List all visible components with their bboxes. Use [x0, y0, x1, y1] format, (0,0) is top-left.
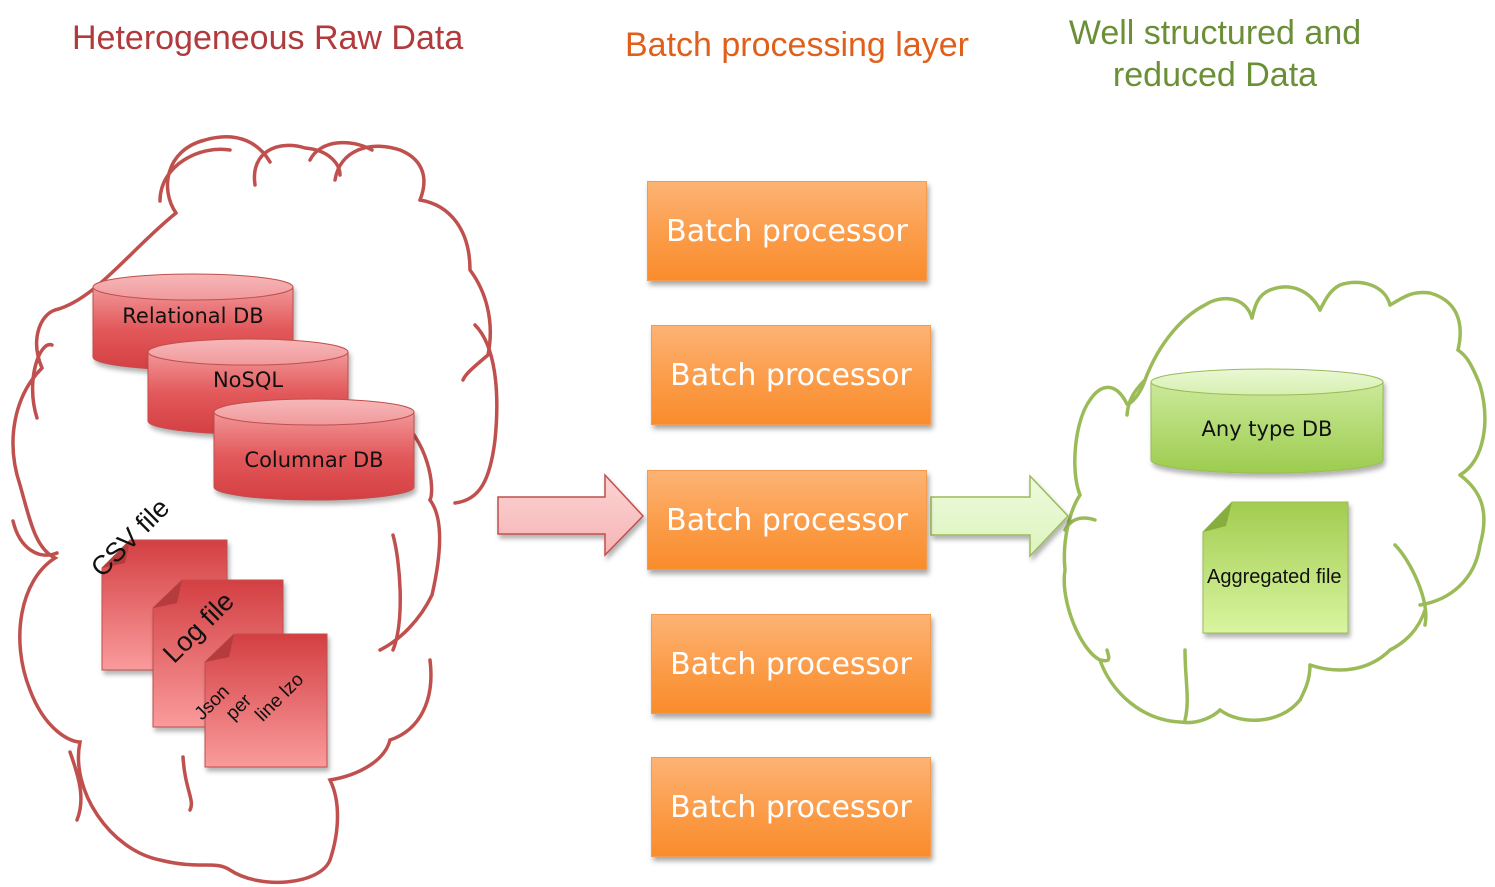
- batch-processor-label: Batch processor: [666, 213, 908, 249]
- batch-processor-3: Batch processor: [647, 470, 927, 570]
- document-icon: [204, 633, 328, 768]
- batch-processor-5: Batch processor: [651, 757, 931, 857]
- reduced-data-cloud: [1062, 280, 1487, 725]
- batch-processor-4: Batch processor: [651, 614, 931, 714]
- arrow-right-icon: [930, 474, 1070, 558]
- batch-layer-title: Batch processing layer: [625, 26, 969, 64]
- database-cylinder-icon: [1150, 368, 1384, 474]
- database-cylinder-icon: [213, 398, 415, 501]
- any-type-db-label: Any type DB: [1201, 417, 1333, 441]
- batch-processor-2: Batch processor: [651, 325, 931, 425]
- raw-data-cloud: [11, 135, 499, 885]
- batch-processor-label: Batch processor: [666, 502, 908, 538]
- nosql-db-label: NoSQL: [212, 368, 284, 392]
- batch-processor-label: Batch processor: [670, 357, 912, 393]
- document-icon: [1202, 501, 1349, 634]
- batch-processor-label: Batch processor: [670, 789, 912, 825]
- batch-processor-1: Batch processor: [647, 181, 927, 281]
- reduced-data-title: Well structured and reduced Data: [1068, 14, 1362, 94]
- aggregated-file-label: Aggregated file: [1207, 566, 1342, 588]
- relational-db-label: Relational DB: [122, 304, 264, 328]
- arrow-right-icon: [497, 473, 645, 557]
- columnar-db-label: Columnar DB: [244, 448, 384, 472]
- raw-data-title: Heterogeneous Raw Data: [72, 19, 464, 57]
- batch-processor-label: Batch processor: [670, 646, 912, 682]
